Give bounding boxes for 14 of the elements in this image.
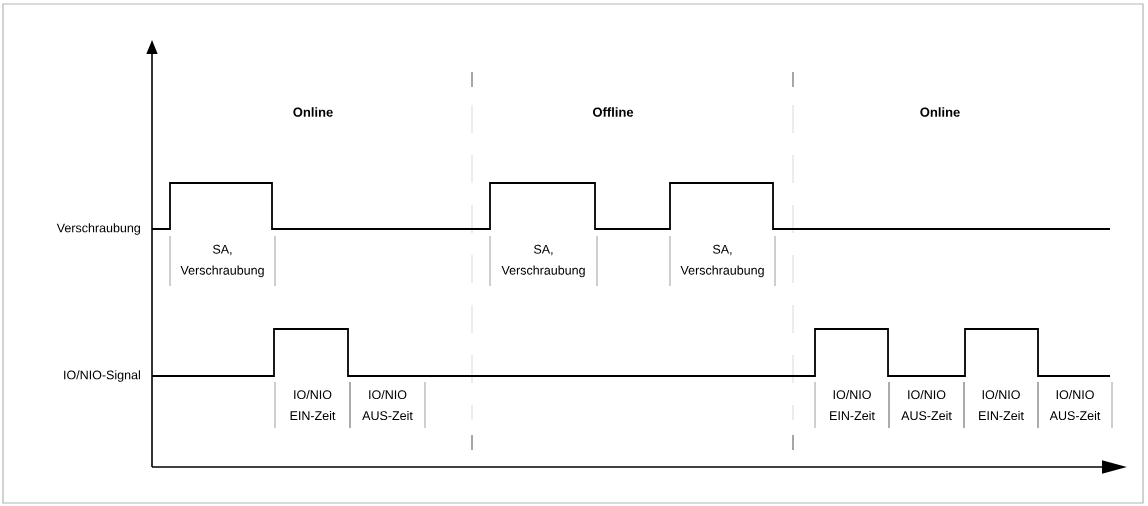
phase-label: Online [920, 107, 960, 117]
time-span-label: IO/NIO AUS-Zeit [888, 381, 965, 429]
phase-label: Offline [592, 107, 634, 117]
time-span-label: IO/NIO AUS-Zeit [1037, 381, 1113, 429]
time-span-label: IO/NIO AUS-Zeit [349, 381, 426, 429]
time-span-label: SA, Verschraubung [169, 235, 276, 287]
phase-label: Online [293, 107, 333, 117]
time-span-label: IO/NIO EIN-Zeit [963, 381, 1039, 429]
time-span-label: SA, Verschraubung [489, 235, 598, 287]
time-span-label: IO/NIO EIN-Zeit [274, 381, 351, 429]
time-span-label: SA, Verschraubung [669, 235, 776, 287]
signal-label: Verschraubung [56, 223, 140, 235]
time-span-label: IO/NIO EIN-Zeit [814, 381, 890, 429]
signal-label: IO/NIO-Signal [64, 370, 140, 382]
